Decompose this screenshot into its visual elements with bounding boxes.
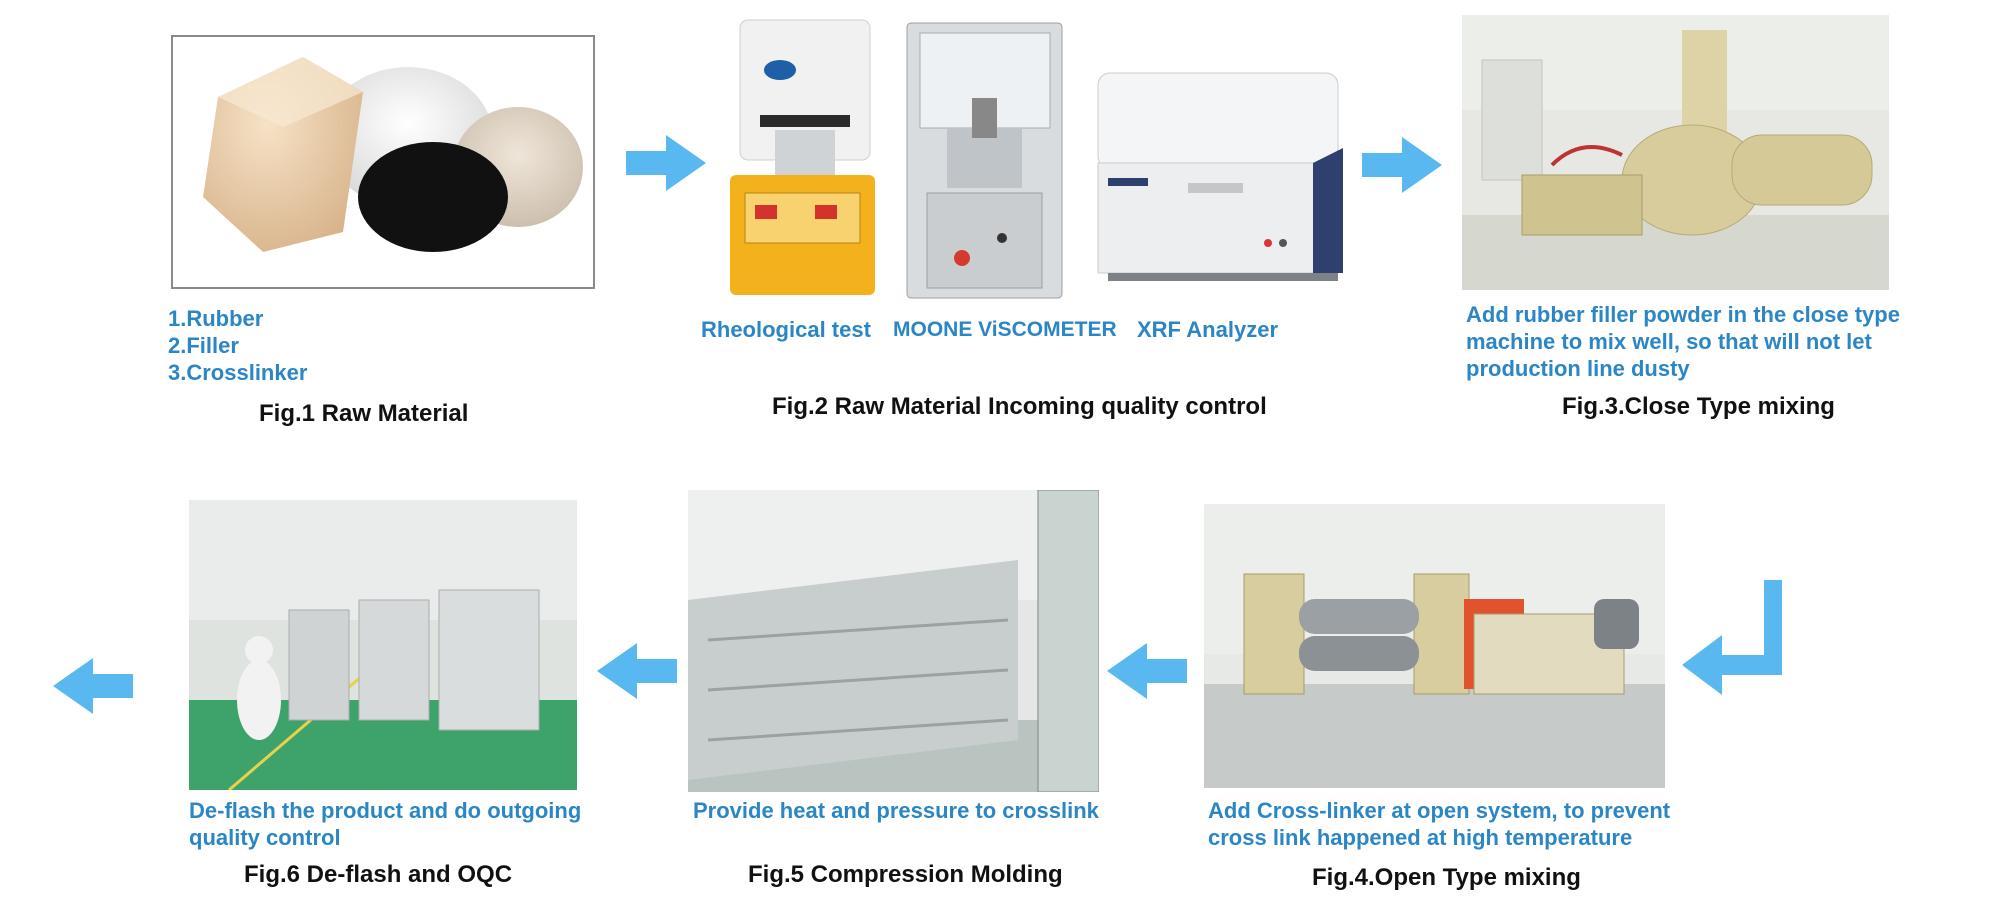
fig1-item-filler: 2.Filler: [168, 333, 239, 358]
fig3-caption: Fig.3.Close Type mixing: [1562, 393, 1835, 420]
arrow-right-2-icon: [1362, 137, 1442, 193]
open-mill-photo: [1204, 504, 1665, 788]
arrow-left-2-icon: [597, 643, 677, 699]
cleanroom-workshop-photo: [189, 500, 577, 790]
fig1-item-rubber: 1.Rubber: [168, 306, 264, 331]
xrf-analyzer-machine-image: [1088, 68, 1348, 286]
fig2-label-rheological: Rheological test: [701, 317, 871, 342]
fig6-caption: Fig.6 De-flash and OQC: [244, 861, 513, 888]
fig2-label-mooney: MOONE ViSCOMETER: [893, 318, 1117, 341]
arrow-down-left-icon: [1682, 580, 1782, 695]
fig4-caption: Fig.4.Open Type mixing: [1312, 864, 1581, 891]
arrow-left-3-icon: [53, 658, 133, 714]
close-type-mixer-photo: [1462, 15, 1889, 290]
arrow-right-1-icon: [626, 135, 706, 191]
fig6-note: De-flash the product and do outgoing qua…: [189, 798, 582, 850]
arrow-left-1-icon: [1107, 643, 1187, 699]
raw-material-photo: [171, 35, 595, 289]
fig2-caption: Fig.2 Raw Material Incoming quality cont…: [772, 393, 1267, 420]
fig2-label-xrf: XRF Analyzer: [1137, 317, 1279, 342]
fig3-note: Add rubber filler powder in the close ty…: [1466, 302, 1900, 381]
rheometer-machine-image: [720, 15, 885, 305]
fig5-caption: Fig.5 Compression Molding: [748, 861, 1063, 888]
fig1-caption: Fig.1 Raw Material: [259, 400, 469, 427]
fig5-note: Provide heat and pressure to crosslink: [693, 798, 1099, 823]
fig1-item-crosslinker: 3.Crosslinker: [168, 360, 308, 385]
mooney-viscometer-machine-image: [902, 18, 1067, 303]
compression-molding-room-photo: [688, 490, 1099, 792]
fig4-note: Add Cross-linker at open system, to prev…: [1208, 798, 1671, 850]
